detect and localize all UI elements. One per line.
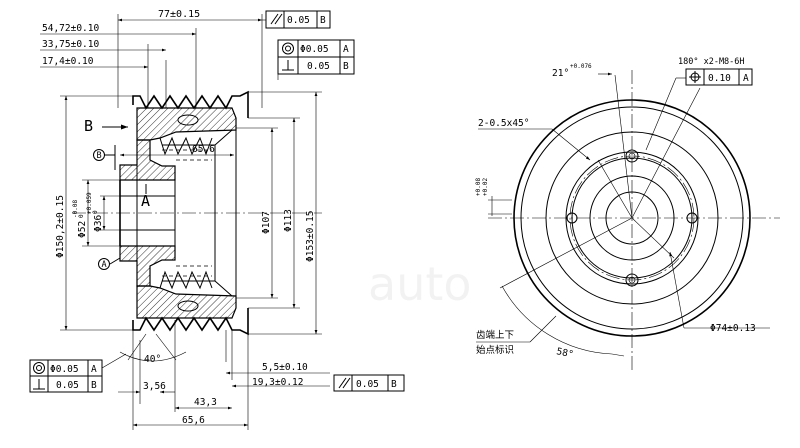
dim-19-3: 19,3±0.12 [252, 377, 303, 388]
bolt-hole-bottom [625, 273, 639, 287]
datum-a-circle [98, 258, 110, 270]
chamfer-note: 2-0.5x45° [478, 118, 529, 129]
dim-5-5: 5,5±0.10 [262, 362, 308, 373]
angle-21-tol: +0.076 [570, 63, 592, 70]
dim-43-3: 43,3 [194, 397, 217, 408]
dim-54-72: 54,72±0.10 [42, 23, 99, 34]
dim-74: Φ74±0.13 [710, 323, 756, 334]
datum-a-circle-label: A [101, 260, 106, 270]
gdt-bottom-perpendicularity: 0.05 B [29, 375, 103, 393]
gdt-top-perpendicularity: 0.05 B [277, 56, 355, 75]
hub-section-top [119, 139, 176, 181]
rim-section-top [136, 107, 237, 141]
vert-tol-up: +0.08 [475, 178, 482, 196]
svg-text:0.05: 0.05 [307, 61, 330, 72]
angle-58: 58° [555, 346, 574, 360]
svg-text:Φ0.05: Φ0.05 [300, 44, 329, 55]
svg-text:B: B [320, 15, 326, 26]
dim-150-2: Φ150,2±0.15 [55, 195, 66, 258]
svg-text:0.05: 0.05 [56, 380, 79, 391]
note-line-1: 齿端上下 [476, 329, 514, 341]
dim-52: Φ52 [77, 221, 88, 238]
svg-text:Φ0.05: Φ0.05 [50, 364, 79, 375]
svg-text:0.10: 0.10 [708, 73, 731, 84]
dim-33-75: 33,75±0.10 [42, 39, 99, 50]
dim-52-tol-lo: 0 [78, 214, 85, 218]
svg-text:B: B [91, 380, 97, 391]
bolt-hole-top [625, 149, 639, 163]
svg-text:B: B [391, 379, 397, 390]
dim-3-56: 3,56 [143, 381, 166, 392]
gdt-position: 0.10 A [685, 68, 753, 86]
dim-107: Φ107 [261, 211, 272, 234]
angle-40: 40° [144, 354, 161, 365]
pulley-groove-profile-top [132, 90, 249, 118]
gdt-top-concentricity: Φ0.05 A [277, 39, 355, 58]
front-view: 21° +0.076 180° x2-M8-6H 0.10 A 2-0.5x45… [475, 57, 780, 372]
svg-text:0.05: 0.05 [287, 15, 310, 26]
svg-text:0.05: 0.05 [356, 379, 379, 390]
datum-b-circle-label: B [96, 151, 101, 161]
vert-tol-lo: +0.02 [482, 178, 489, 196]
gdt-bottom-parallel: 0.05 B [333, 374, 405, 392]
section-b-label: B [84, 117, 93, 135]
dim-65-6-top: 65,6 [192, 144, 215, 155]
pulley-groove-profile-bottom [132, 308, 249, 336]
dim-52-tol-up: -0.08 [72, 200, 79, 218]
dim-36-tol-up: +0.059 [86, 192, 93, 214]
gdt-bottom-concentricity: Φ0.05 A [29, 359, 103, 377]
svg-text:B: B [343, 61, 349, 72]
hub-section-bottom [119, 245, 176, 287]
svg-text:A: A [743, 73, 749, 84]
outer-circle [513, 99, 751, 337]
dim-36: Φ36 [93, 215, 104, 232]
svg-text:A: A [91, 364, 97, 375]
datum-b-circle [93, 149, 105, 161]
datum-a-label: A [141, 192, 150, 210]
svg-text:A: A [343, 44, 349, 55]
dim-17-4: 17,4±0.10 [42, 56, 94, 67]
dim-65-6-bottom: 65,6 [182, 415, 205, 426]
bolt-hole-right [686, 212, 698, 224]
rim-section-bottom [136, 285, 237, 319]
angle-21: 21° [552, 68, 569, 79]
dim-36-tol-lo: 0 [92, 210, 99, 214]
dim-113: Φ113 [283, 209, 294, 232]
watermark: auto [368, 257, 472, 311]
side-section-view: B A B A 77±0.15 54,72±0.10 33,75±0.10 17… [29, 9, 405, 430]
note-line-2: 始点标识 [476, 344, 514, 356]
bolt-hole-left [566, 212, 578, 224]
gdt-top-parallel: 0.05 B [265, 10, 331, 29]
dim-153: Φ153±0.15 [305, 211, 316, 262]
hole-spec: 180° x2-M8-6H [678, 57, 745, 67]
dim-77: 77±0.15 [158, 9, 200, 20]
